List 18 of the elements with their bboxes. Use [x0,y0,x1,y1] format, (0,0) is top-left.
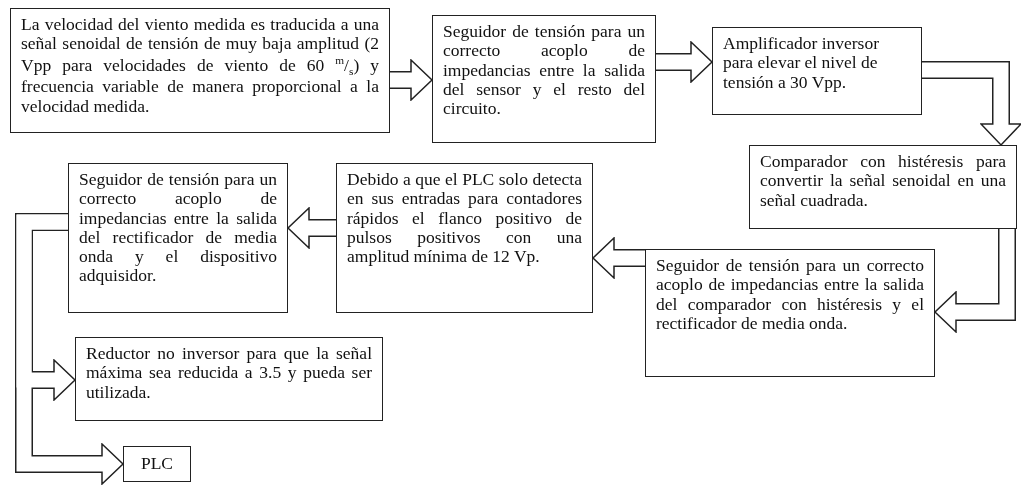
process-box [645,249,935,377]
process-box [432,15,656,143]
box-text: Seguidor de tensión para un correcto acoplo de impedancias entre la salida del comparador con histéresis y el rectificador de media onda. [656,256,924,333]
process-box [336,163,593,313]
box-text: Comparador con histéresis para convertir la señal senoidal en una señal cuadrada. [760,152,1006,210]
box-text: Debido a que el PLC solo detecta en sus entradas para contadores rápidos el flanco positivo de pulsos positivos con una amplitud mínima de 12 Vp. [347,170,582,267]
box-text: Seguidor de tensión para un correcto acoplo de impedancias entre la salida del sensor y el resto del circuito. [443,22,645,119]
box-text: La velocidad del viento medida es traducida a una señal senoidal de tensión de muy baja amplitud (2 Vpp para velocidades de viento de 60 $^{m}$/$_{s}$) y frecuencia variable de manera proporcional a la velocidad medida. [21,15,379,116]
box-text: PLC [140,454,174,474]
process-box [749,145,1017,229]
process-box [712,27,922,115]
box-text: Seguidor de tensión para un correcto acoplo de impedancias entre la salida del rectificador de media onda y el dispositivo adquisidor. [79,170,277,286]
process-box [10,8,390,133]
box-text: Reductor no inversor para que la señal máxima sea reducida a 3.5 y pueda ser utilizada. [86,344,372,402]
process-box [68,163,288,313]
process-box [75,337,383,421]
box-text: Amplificador inversor para elevar el nivel de tensión a 30 Vpp. [723,34,880,92]
process-box [123,446,191,482]
